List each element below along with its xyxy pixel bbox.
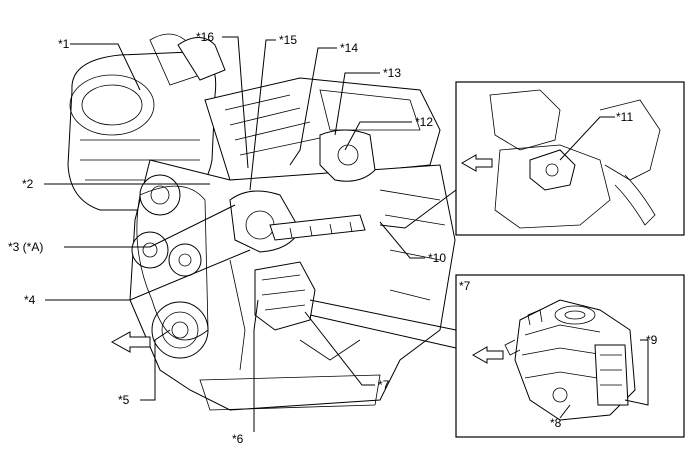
callout-12: *12 <box>415 115 433 129</box>
inset-top-right: *11 <box>455 81 685 236</box>
callout-3-a: *3 (*A) <box>8 240 43 254</box>
callout-5: *5 <box>118 393 130 407</box>
callout-10: *10 <box>428 251 446 265</box>
callout-15: *15 <box>279 33 297 47</box>
hollow-arrow-left-icon <box>460 154 493 172</box>
engine-illustration <box>67 33 456 411</box>
callout-leaders <box>44 36 457 432</box>
inset-bottom-title: *7 <box>459 279 471 293</box>
callout-13: *13 <box>383 66 401 80</box>
callout-9: *9 <box>646 333 658 347</box>
callout-8: *8 <box>550 416 562 430</box>
callout-7: *7 <box>378 378 390 392</box>
callout-14: *14 <box>340 41 358 55</box>
callout-4: *4 <box>24 293 36 307</box>
callout-2: *2 <box>22 177 34 191</box>
callout-1: *1 <box>58 37 70 51</box>
hollow-arrow-left-icon <box>471 346 504 364</box>
callout-16: *16 <box>196 30 214 44</box>
inset-bottom-right: *7 *9 *8 <box>455 274 685 438</box>
callout-11: *11 <box>616 110 633 124</box>
callout-labels: *1 *2 *3 (*A) *4 *5 *6 *7 *10 *12 *13 *1… <box>8 30 446 446</box>
inset-top-frame <box>455 81 685 236</box>
hollow-arrow-left-icon <box>110 331 151 353</box>
callout-6: *6 <box>232 432 244 446</box>
